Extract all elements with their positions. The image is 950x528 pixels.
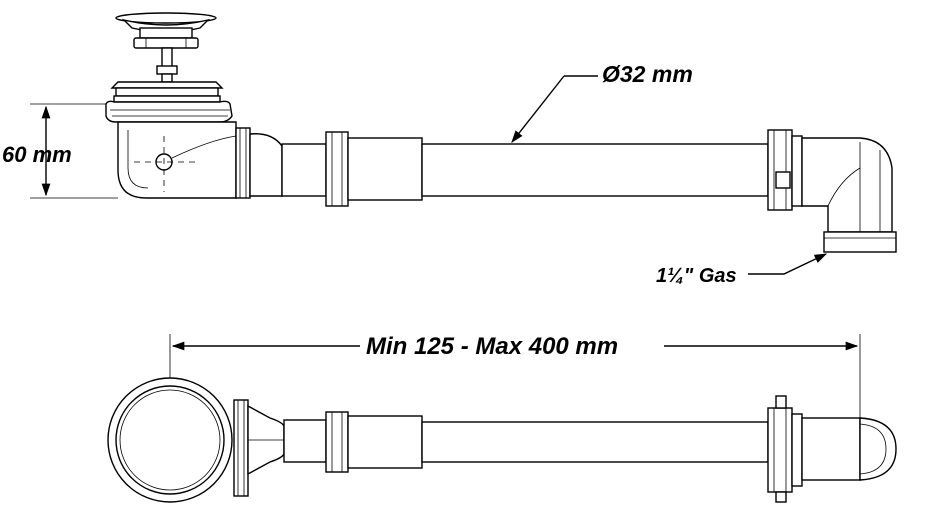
trap-body [117,121,237,199]
trap-coupling [235,127,283,199]
diameter-label: Ø32 mm [602,61,693,87]
thread-label: 1¼" Gas [656,265,737,287]
side-elevation-view [30,12,897,275]
length-label: Min 125 - Max 400 mm [366,333,618,360]
plan-view [107,334,897,503]
outlet-flange [105,81,233,123]
popup-plug [115,12,217,83]
trap-coupling-plan [233,399,285,497]
diameter-leader-arrow [511,75,565,143]
pipe-plan [283,411,769,473]
trap-plan-circle [107,377,233,503]
thread-leader [748,253,828,275]
outlet-elbow [767,129,897,253]
height-label: 60 mm [2,142,72,167]
elbow-plan [767,395,897,503]
height-dimension [30,103,118,199]
outlet-pipe [281,131,769,207]
